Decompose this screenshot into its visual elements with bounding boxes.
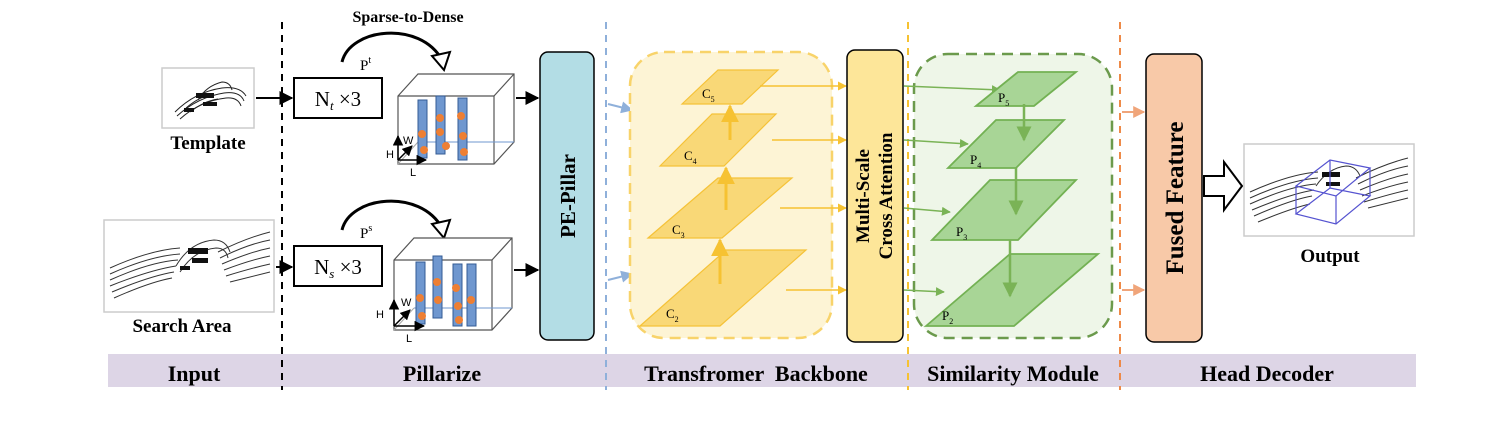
plane-p5 (973, 71, 1079, 107)
label-c4: C4 (684, 148, 697, 166)
svg-text:H: H (376, 309, 384, 321)
svg-text:W: W (403, 135, 414, 147)
output-point-cloud-image (1243, 143, 1415, 237)
plane-c3 (646, 177, 794, 239)
plane-c4 (658, 113, 778, 167)
arrow-ms-to-p2 (903, 287, 945, 297)
nt-x3-box (293, 77, 383, 119)
plane-p3 (929, 179, 1079, 241)
axis-search: H W L (376, 297, 426, 345)
hollow-arrow-to-output (1203, 159, 1244, 213)
plane-c2 (638, 249, 808, 327)
sparse-to-dense-arrow-search (340, 199, 444, 231)
search-area-label: Search Area (132, 316, 232, 337)
template-point-cloud-image (161, 67, 255, 129)
label-p3: P3 (956, 224, 967, 242)
arrow-pe-to-backbone-top (607, 101, 634, 114)
label-p2: P2 (942, 308, 953, 326)
label-p4: P4 (970, 152, 981, 170)
stage-label-input: Input (168, 361, 221, 386)
arrow-ms-to-p5 (903, 85, 1001, 95)
multiscale-cross-attention-block (846, 49, 904, 343)
label-c3: C3 (672, 222, 685, 240)
multiscale-label: Multi-Scale (853, 149, 874, 243)
cross-attention-label: Cross Attention (876, 132, 897, 259)
p-s-label: Ps (360, 223, 372, 242)
sparse-to-dense-label: Sparse-to-Dense (352, 9, 463, 26)
sparse-to-dense-arrow-template (340, 31, 444, 63)
plane-c5 (680, 69, 780, 105)
label-c2: C2 (666, 306, 679, 324)
svg-text:W: W (401, 297, 412, 309)
pillar-grid-search (393, 237, 513, 331)
pe-pillar-block (539, 51, 595, 341)
stage-label-pillarize: Pillarize (403, 361, 481, 386)
p-t-label: Pt (360, 55, 371, 74)
stage-bar (108, 354, 1416, 387)
stage-label-similarity: Similarity Module (927, 361, 1099, 386)
plane-p4 (945, 119, 1067, 169)
arrow-ms-to-p4 (903, 139, 969, 148)
axis-template: H W L (386, 134, 428, 179)
arrow-pe-to-backbone-bottom (607, 270, 634, 283)
fused-feature-block (1145, 53, 1203, 343)
pillar-grid-template (397, 73, 515, 165)
ns-x3-label: Ns ×3 (314, 255, 362, 281)
pe-pillar-label: PE-Pillar (556, 154, 580, 238)
arrow-ms-to-p3 (903, 206, 951, 216)
label-c5: C5 (702, 86, 715, 104)
nt-x3-label: Nt ×3 (315, 87, 361, 113)
svg-text:H: H (386, 149, 394, 161)
fused-feature-label: Fused Feature (1162, 122, 1189, 275)
ns-x3-box (293, 245, 383, 287)
stage-label-head: Head Decoder (1200, 361, 1334, 386)
template-label: Template (170, 133, 245, 154)
label-p5: P5 (998, 90, 1009, 108)
output-label: Output (1300, 246, 1360, 267)
svg-text:L: L (410, 167, 416, 179)
svg-text:L: L (406, 333, 412, 345)
stage-label-backbone: Transfromer Backbone (644, 361, 868, 386)
search-area-point-cloud-image (103, 219, 275, 313)
